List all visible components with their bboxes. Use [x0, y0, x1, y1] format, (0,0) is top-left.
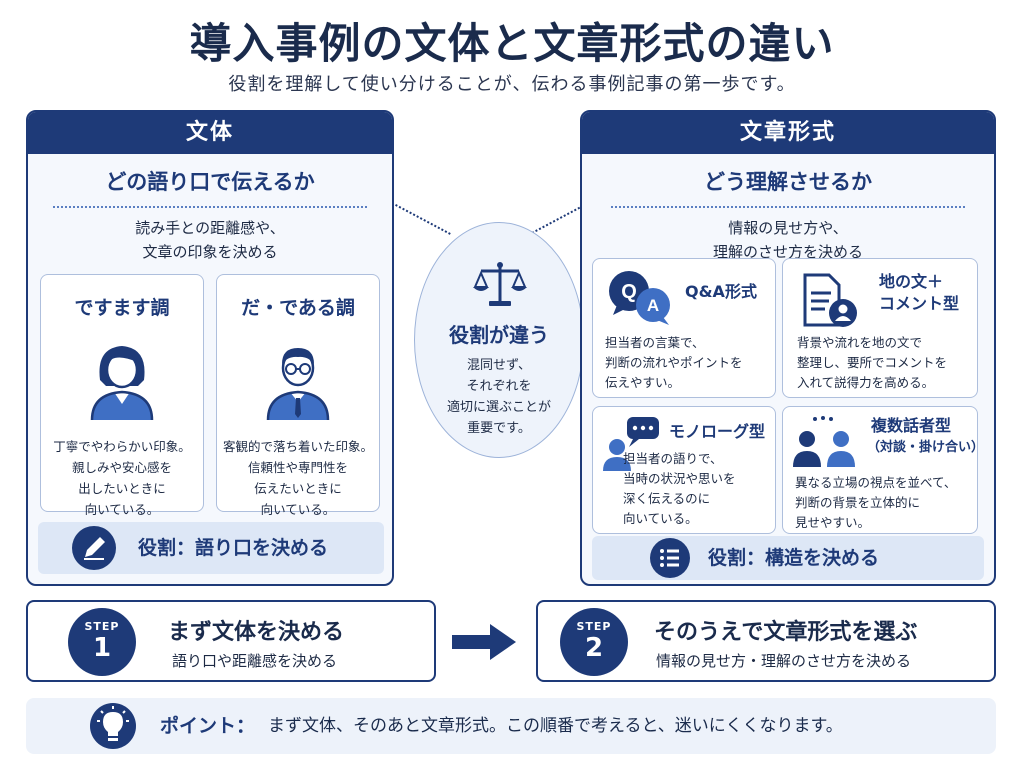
oval-title: 役割が違う — [449, 323, 549, 347]
card-title: だ・である調 — [241, 297, 355, 319]
step-badge: STEP 1 — [68, 608, 136, 676]
text-format-panel: 文章形式 どう理解させるか 情報の見せ方や、 理解のさせ方を決める Q A Q&… — [580, 110, 996, 586]
role-text: 役割：語り口を決める — [138, 537, 329, 559]
step-2-box: STEP 2 そのうえで文章形式を選ぶ 情報の見せ方・理解のさせ方を決める — [536, 600, 996, 682]
da-dearu-card: だ・である調 客観的で落ち着いた印象。 信頼性や専門性を 伝えたいときに 向いて… — [216, 274, 380, 517]
panel-question: どう理解させるか — [704, 170, 872, 194]
card-description: 背景や流れを地の文で 整理し、要所でコメントを 入れて説得力を高める。 — [797, 335, 948, 390]
right-arrow-icon — [452, 624, 516, 660]
card-title: 地の文＋ コメント型 — [879, 272, 960, 313]
svg-text:A: A — [647, 296, 659, 315]
scales-icon — [473, 262, 527, 306]
card-title: 複数話者型 （対談・掛け合い） — [867, 416, 985, 455]
step-subtitle: 情報の見せ方・理解のさせ方を決める — [656, 652, 912, 670]
point-label: ポイント： — [160, 715, 256, 737]
connector-line-right — [528, 204, 584, 236]
desu-masu-card: ですます調 丁寧でやわらかい印象。 親しみや安心感を 出したいときに 向いている… — [40, 274, 204, 517]
card-description: 異なる立場の視点を並べて、 判断の背景を立体的に 見せやすい。 — [795, 475, 957, 530]
point-banner: ポイント： まず文体、そのあと文章形式。この順番で考えると、迷いにくくなります。 — [26, 698, 996, 754]
pencil-icon — [72, 526, 116, 570]
card-title: モノローグ型 — [669, 422, 766, 441]
monologue-speaker-icon — [603, 417, 659, 471]
qa-format-card: Q A Q&A形式 担当者の言葉で、 判断の流れやポイントを 伝えやすい。 — [592, 258, 776, 398]
card-description: 丁寧でやわらかい印象。 親しみや安心感を 出したいときに 向いている。 — [53, 439, 191, 517]
step-title: まず文体を決める — [168, 620, 345, 645]
page-subtitle: 役割を理解して使い分けることが、伝わる事例記事の第一歩です。 — [228, 74, 796, 95]
step-title: そのうえで文章形式を選ぶ — [654, 620, 918, 645]
woman-avatar-icon — [90, 346, 154, 420]
document-user-icon — [803, 273, 857, 327]
card-description: 担当者の言葉で、 判断の流れやポイントを 伝えやすい。 — [605, 335, 743, 390]
qa-bubbles-icon: Q A — [609, 271, 670, 325]
role-bar: 役割：語り口を決める — [38, 522, 384, 574]
role-text: 役割：構造を決める — [708, 547, 880, 569]
card-description: 客観的で落ち着いた印象。 信頼性や専門性を 伝えたいときに 向いている。 — [222, 439, 373, 517]
lightbulb-icon — [90, 703, 136, 749]
monologue-card: モノローグ型 担当者の語りで、 当時の状況や思いを 深く伝えるのに 向いている。 — [592, 406, 776, 534]
step-subtitle: 語り口や距離感を決める — [172, 652, 338, 670]
role-difference-oval: 役割が違う 混同せず、 それぞれを 適切に選ぶことが 重要です。 — [414, 222, 584, 458]
oval-text: 混同せず、 それぞれを 適切に選ぶことが 重要です。 — [446, 358, 551, 436]
card-description: 担当者の語りで、 当時の状況や思いを 深く伝えるのに 向いている。 — [623, 451, 736, 526]
dotted-divider — [53, 206, 367, 208]
point-text: まず文体、そのあと文章形式。この順番で考えると、迷いにくくなります。 — [268, 716, 843, 736]
narrative-comment-card: 地の文＋ コメント型 背景や流れを地の文で 整理し、要所でコメントを 入れて説得… — [782, 258, 978, 398]
man-glasses-avatar-icon — [266, 348, 330, 420]
svg-text:Q: Q — [621, 281, 637, 303]
two-speakers-icon — [793, 416, 855, 467]
panel-heading: 文章形式 — [582, 112, 994, 154]
page-title: 導入事例の文体と文章形式の違い — [189, 19, 835, 68]
dotted-divider — [610, 206, 966, 208]
panel-description: 読み手との距離感や、 文章の印象を決める — [135, 219, 285, 261]
card-title: Q&A形式 — [685, 282, 757, 301]
step-badge: STEP 2 — [560, 608, 628, 676]
card-title: ですます調 — [74, 297, 170, 319]
connector-line-left — [395, 204, 451, 235]
multi-speaker-card: 複数話者型 （対談・掛け合い） 異なる立場の視点を並べて、 判断の背景を立体的に… — [782, 406, 984, 534]
list-icon — [650, 538, 690, 578]
panel-heading: 文体 — [28, 112, 392, 154]
panel-description: 情報の見せ方や、 理解のさせ方を決める — [712, 219, 863, 261]
writing-style-panel: 文体 どの語り口で伝えるか 読み手との距離感や、 文章の印象を決める ですます調… — [26, 110, 394, 586]
role-bar: 役割：構造を決める — [592, 536, 984, 580]
step-1-box: STEP 1 まず文体を決める 語り口や距離感を決める — [26, 600, 436, 682]
panel-question: どの語り口で伝えるか — [105, 170, 315, 194]
